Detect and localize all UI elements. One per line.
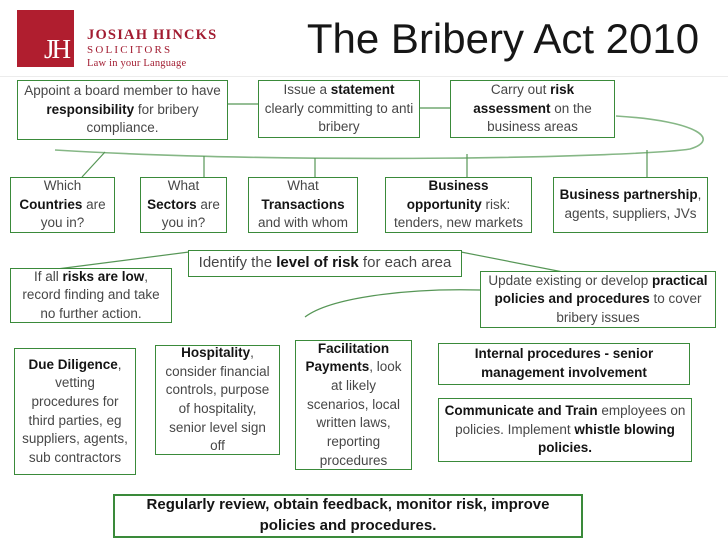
- node-facilitation-payments: Facilitation Payments, look at likely sc…: [295, 340, 412, 470]
- logo-monogram: JH: [43, 34, 71, 64]
- connector-swoosh-update: [304, 289, 481, 318]
- node-due-diligence: Due Diligence, vetting procedures for th…: [14, 348, 136, 475]
- connector-identify-update: [460, 251, 564, 273]
- company-subtitle: SOLICITORS: [87, 43, 173, 56]
- connector-drop-countries: [81, 151, 106, 178]
- node-business-partnership: Business partnership, agents, suppliers,…: [553, 177, 708, 233]
- node-issue-statement: Issue a statement clearly committing to …: [258, 80, 420, 138]
- node-risk-assessment: Carry out risk assessment on the busines…: [450, 80, 615, 138]
- node-hospitality: Hospitality, consider financial controls…: [155, 345, 280, 455]
- node-what-sectors: What Sectors are you in?: [140, 177, 227, 233]
- connector-identify-lowrisk: [56, 251, 190, 270]
- company-name: JOSIAH HINCKS: [87, 27, 218, 43]
- node-communicate-and-train: Communicate and Train employees on polic…: [438, 398, 692, 462]
- node-identify-level-of-risk: Identify the level of risk for each area: [188, 250, 462, 277]
- node-regularly-review: Regularly review, obtain feedback, monit…: [113, 494, 583, 538]
- node-risks-are-low: If all risks are low, record finding and…: [10, 268, 172, 323]
- node-internal-procedures: Internal procedures - senior management …: [438, 343, 690, 385]
- node-what-transactions: What Transactions and with whom: [248, 177, 358, 233]
- company-tagline: Law in your Language: [87, 58, 187, 70]
- header-divider: [0, 76, 728, 77]
- node-which-countries: Which Countries are you in?: [10, 177, 115, 233]
- page-title: The Bribery Act 2010: [306, 15, 700, 62]
- node-update-policies: Update existing or develop practical pol…: [480, 271, 716, 328]
- company-logo-text: JOSIAH HINCKS SOLICITORS Law in your Lan…: [87, 27, 217, 71]
- node-appoint-board-member: Appoint a board member to have responsib…: [17, 80, 228, 140]
- company-logo-mark: JH: [17, 10, 74, 67]
- node-business-opportunity: Business opportunity risk: tenders, new …: [385, 177, 532, 233]
